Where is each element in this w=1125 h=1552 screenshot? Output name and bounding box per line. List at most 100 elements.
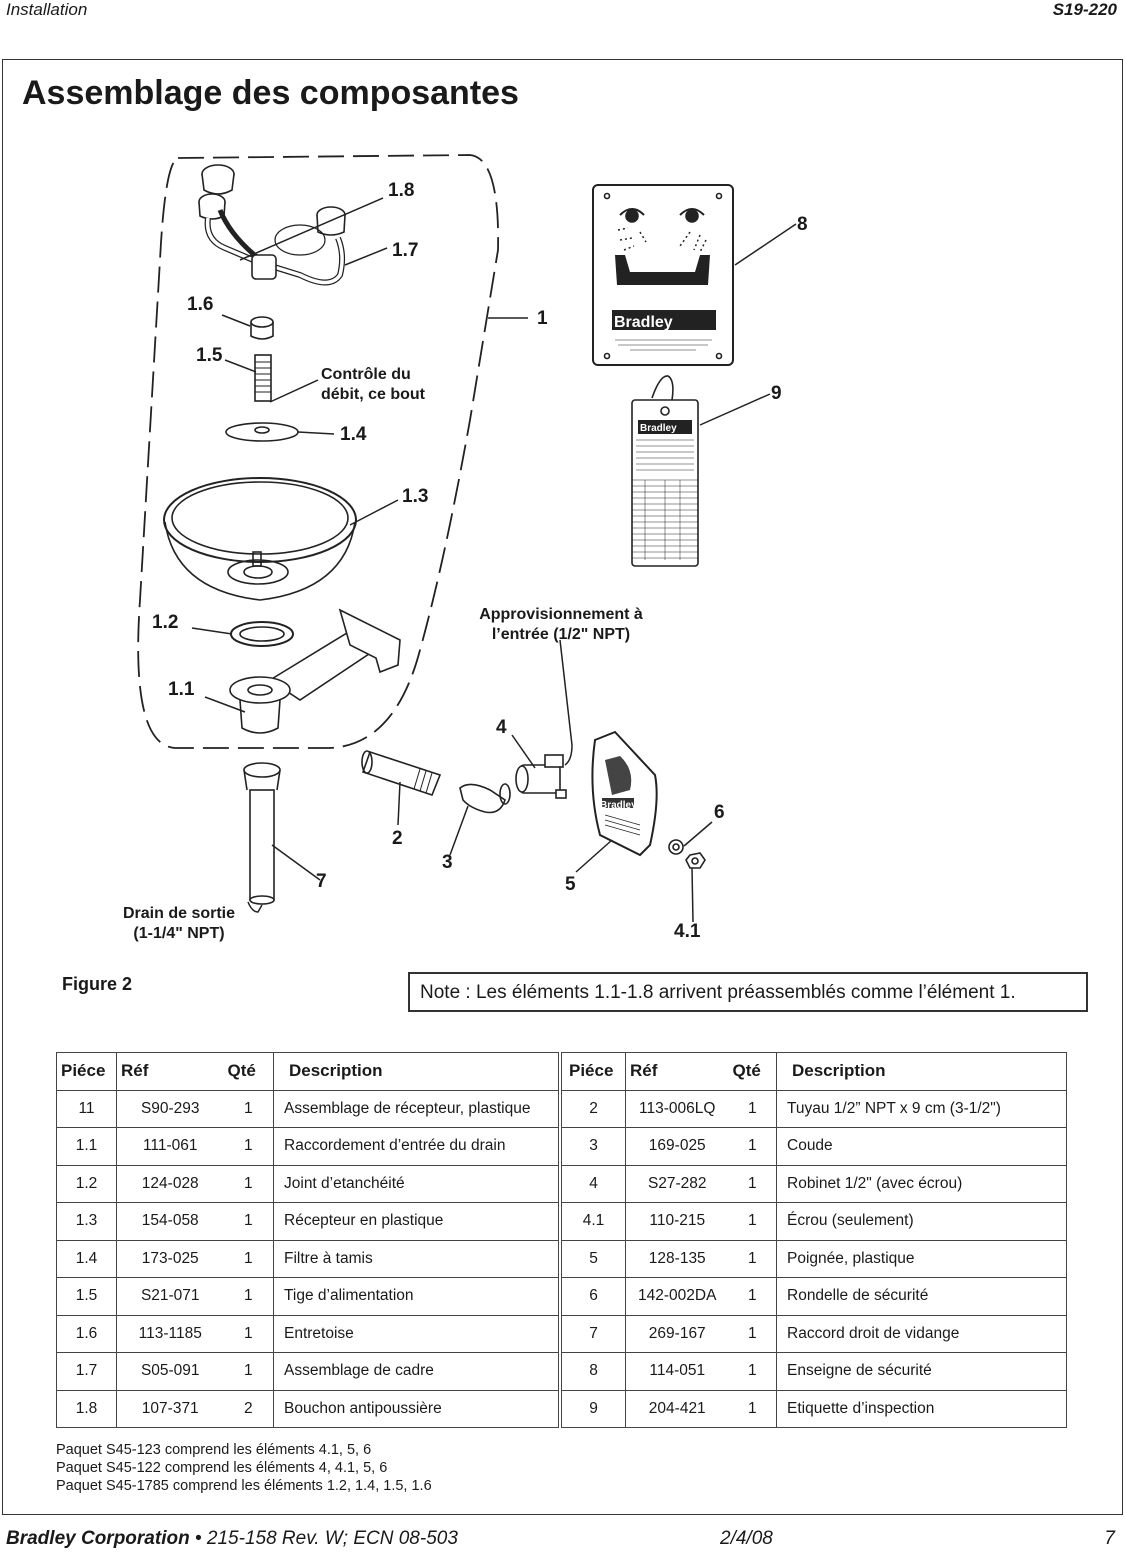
callout-5: 5 <box>565 874 576 895</box>
part-number-cell: 1.7 <box>56 1352 117 1391</box>
reference-cell: 124-028 <box>116 1164 224 1203</box>
quantity-cell: 2 <box>223 1389 274 1428</box>
callout-1-1: 1.1 <box>168 679 195 700</box>
quantity-cell: 1 <box>223 1089 274 1128</box>
col-desc: Description <box>776 1052 1067 1091</box>
assembly-outline <box>137 154 499 749</box>
callout-1: 1 <box>537 308 548 329</box>
part-number-cell: 1.3 <box>56 1202 117 1241</box>
kit-note: Paquet S45-123 comprend les éléments 4.1… <box>56 1442 372 1458</box>
page-number: 7 <box>1104 1528 1115 1549</box>
col-piece: Piéce <box>56 1052 117 1091</box>
quantity-cell: 1 <box>223 1352 274 1391</box>
part-number-cell: 8 <box>561 1352 626 1391</box>
callout-3: 3 <box>442 852 453 873</box>
quantity-cell: 1 <box>223 1277 274 1316</box>
quantity-cell: 1 <box>728 1127 777 1166</box>
description-cell: Poignée, plastique <box>776 1239 1067 1278</box>
quantity-cell: 1 <box>223 1239 274 1278</box>
drain-inlet-bracket <box>229 608 401 734</box>
description-cell: Tuyau 1/2” NPT x 9 cm (3-1/2") <box>776 1089 1067 1128</box>
page-title: Assemblage des composantes <box>22 74 519 112</box>
description-cell: Bouchon antipoussière <box>273 1389 559 1428</box>
supply-line-2: l’entrée (1/2" NPT) <box>491 626 631 643</box>
reference-cell: 110-215 <box>625 1202 729 1241</box>
flow-control-line-1: Contrôle du <box>321 366 411 383</box>
leader-lines <box>191 197 797 923</box>
description-cell: Joint d’etanchéité <box>273 1164 559 1203</box>
callout-7: 7 <box>316 871 327 892</box>
col-desc: Description <box>273 1052 559 1091</box>
callout-2: 2 <box>392 828 403 849</box>
figure-frame <box>2 59 1123 1515</box>
part-number-cell: 1.1 <box>56 1127 117 1166</box>
part-number-cell: 6 <box>561 1277 626 1316</box>
quantity-cell: 1 <box>728 1089 777 1128</box>
reference-cell: S21-071 <box>116 1277 224 1316</box>
quantity-cell: 1 <box>223 1164 274 1203</box>
quantity-cell: 1 <box>223 1314 274 1353</box>
footer-date: 2/4/08 <box>720 1528 773 1549</box>
reference-cell: 111-061 <box>116 1127 224 1166</box>
handle-brand-text: Bradley <box>600 800 637 811</box>
part-number-cell: 1.5 <box>56 1277 117 1316</box>
figure-label: Figure 2 <box>62 974 133 994</box>
supply-note: Approvisionnement à l’entrée (1/2" NPT) <box>476 605 646 645</box>
description-cell: Coude <box>776 1127 1067 1166</box>
receptor-bowl <box>163 477 357 601</box>
drain-note: Drain de sortie (1-1/4" NPT) <box>110 904 248 944</box>
reference-cell: 169-025 <box>625 1127 729 1166</box>
footer-doc-number: • 215-158 Rev. W; ECN 08-503 <box>189 1528 458 1549</box>
drain-line-1: Drain de sortie <box>122 905 236 922</box>
description-cell: Écrou (seulement) <box>776 1202 1067 1241</box>
description-cell: Rondelle de sécurité <box>776 1277 1067 1316</box>
description-cell: Robinet 1/2" (avec écrou) <box>776 1164 1067 1203</box>
supply-line-1: Approvisionnement à <box>479 606 643 623</box>
callout-6: 6 <box>714 802 725 823</box>
part-number-cell: 2 <box>561 1089 626 1128</box>
reference-cell: S27-282 <box>625 1164 729 1203</box>
reference-cell: 113-1185 <box>116 1314 224 1353</box>
reference-cell: 107-371 <box>116 1389 224 1428</box>
col-piece: Piéce <box>561 1052 626 1091</box>
reference-cell: 114-051 <box>625 1352 729 1391</box>
part-number-cell: 1.4 <box>56 1239 117 1278</box>
reference-cell: 154-058 <box>116 1202 224 1241</box>
tag-brand-text: Bradley <box>640 423 677 434</box>
part-number-cell: 4 <box>561 1164 626 1203</box>
callout-8: 8 <box>797 214 808 235</box>
kit-note: Paquet S45-1785 comprend les éléments 1.… <box>56 1478 432 1494</box>
reference-cell: 204-421 <box>625 1389 729 1428</box>
quantity-cell: 1 <box>728 1277 777 1316</box>
inspection-tag <box>631 375 699 567</box>
sign-brand-text: Bradley <box>614 314 673 331</box>
description-cell: Raccord droit de vidange <box>776 1314 1067 1353</box>
description-cell: Assemblage de récepteur, plastique <box>273 1089 559 1128</box>
kit-notes: Paquet S45-123 comprend les éléments 4.1… <box>56 1441 432 1495</box>
callout-1-3: 1.3 <box>402 486 429 507</box>
callout-4-1: 4.1 <box>674 921 701 942</box>
description-cell: Tige d’alimentation <box>273 1277 559 1316</box>
description-cell: Raccordement d’entrée du drain <box>273 1127 559 1166</box>
reference-cell: 269-167 <box>625 1314 729 1353</box>
quantity-cell: 1 <box>223 1127 274 1166</box>
description-cell: Assemblage de cadre <box>273 1352 559 1391</box>
quantity-cell: 1 <box>223 1202 274 1241</box>
part-number-cell: 11 <box>56 1089 117 1128</box>
footer-company: Bradley Corporation • 215-158 Rev. W; EC… <box>6 1528 458 1550</box>
quantity-cell: 1 <box>728 1164 777 1203</box>
description-cell: Enseigne de sécurité <box>776 1352 1067 1391</box>
callout-1-2: 1.2 <box>152 612 179 633</box>
